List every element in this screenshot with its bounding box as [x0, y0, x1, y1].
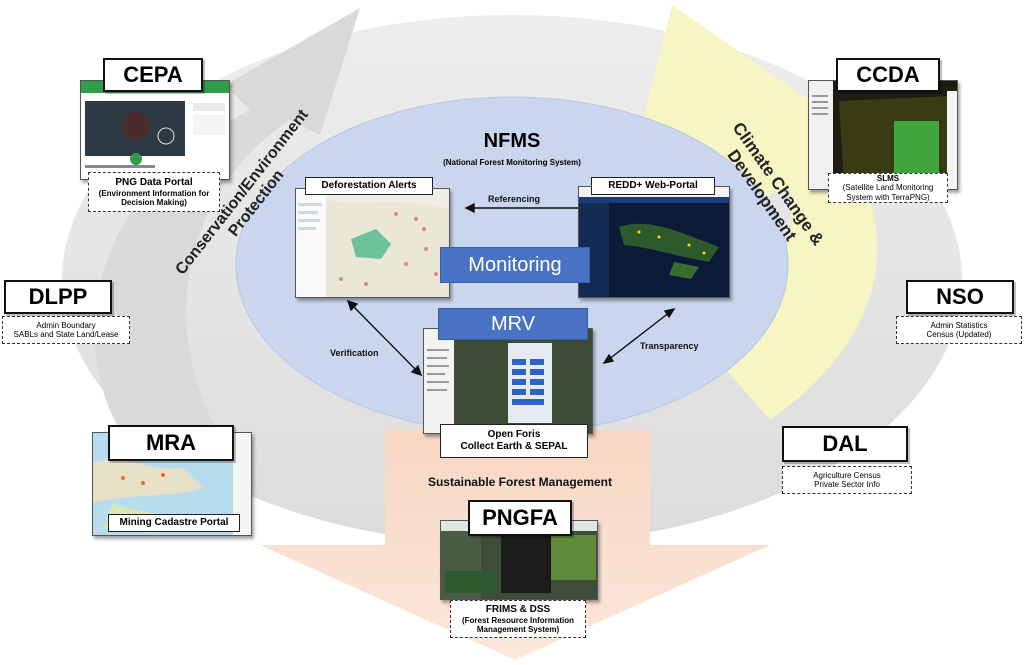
pngfa-caption: FRIMS & DSS (Forest Resource Information…: [450, 600, 586, 638]
open-foris-label: Open Foris Collect Earth & SEPAL: [440, 424, 588, 458]
ccda-screenshot: [808, 80, 958, 190]
mra-box: MRA: [108, 425, 234, 461]
forest-map-image: [296, 189, 449, 297]
nfms-subtitle: (National Forest Monitoring System): [443, 158, 581, 167]
monitoring-label: Monitoring: [440, 247, 590, 283]
mra-caption: Mining Cadastre Portal: [108, 514, 240, 532]
ccda-box: CCDA: [836, 58, 940, 92]
deforestation-alerts-screenshot: [295, 188, 450, 298]
ccda-caption-sub: (Satellite Land Monitoring System with T…: [842, 183, 934, 202]
redd-portal-screenshot: [578, 186, 730, 298]
dal-caption: Agriculture Census Private Sector Info: [782, 466, 912, 494]
cepa-caption-title: PNG Data Portal: [115, 177, 193, 189]
dlpp-line1: Admin Boundary: [36, 320, 96, 330]
open-foris-line1: Open Foris: [487, 429, 541, 440]
transparency-label: Transparency: [640, 341, 699, 351]
pngfa-caption-title: FRIMS & DSS: [485, 604, 551, 616]
open-foris-line2: Collect Earth & SEPAL: [460, 441, 568, 452]
verification-label: Verification: [330, 348, 379, 358]
mrv-label: MRV: [438, 308, 588, 340]
cepa-box: CEPA: [103, 58, 203, 92]
nso-line2: Census (Updated): [926, 330, 992, 339]
dlpp-caption: Admin Boundary SABLs and State Land/Leas…: [2, 316, 130, 344]
dal-line2: Private Sector Info: [814, 480, 880, 489]
dal-box: DAL: [782, 426, 908, 462]
png-data-portal-image: [81, 81, 229, 168]
redd-portal-label: REDD+ Web-Portal: [591, 177, 715, 195]
cepa-caption-sub: (Environment Information for Decision Ma…: [98, 188, 210, 207]
ccda-caption: SLMS (Satellite Land Monitoring System w…: [828, 173, 948, 203]
collect-earth-image: [424, 329, 592, 433]
dlpp-box: DLPP: [4, 280, 112, 314]
climate-arrow: [640, 5, 910, 420]
cepa-screenshot: [80, 80, 230, 180]
left-cycle-arrow: [94, 8, 360, 470]
dlpp-line2: SABLs and State Land/Lease: [13, 330, 119, 339]
nfms-title: NFMS: [483, 130, 541, 152]
nso-line1: Admin Statistics: [930, 320, 988, 330]
cepa-caption: PNG Data Portal (Environment Information…: [88, 172, 220, 212]
deforestation-alerts-label: Deforestation Alerts: [305, 177, 433, 195]
nso-caption: Admin Statistics Census (Updated): [896, 316, 1022, 344]
open-foris-screenshot: [423, 328, 593, 434]
slms-image: [809, 81, 957, 189]
pngfa-box: PNGFA: [468, 500, 572, 536]
redd-map-image: [579, 187, 729, 297]
ccda-caption-title: SLMS: [876, 174, 900, 184]
referencing-label: Referencing: [488, 194, 541, 204]
dal-line1: Agriculture Census: [813, 470, 881, 480]
sfm-label: Sustainable Forest Management: [427, 475, 613, 489]
nso-box: NSO: [906, 280, 1014, 314]
pngfa-caption-sub: (Forest Resource Information Management …: [461, 615, 574, 634]
